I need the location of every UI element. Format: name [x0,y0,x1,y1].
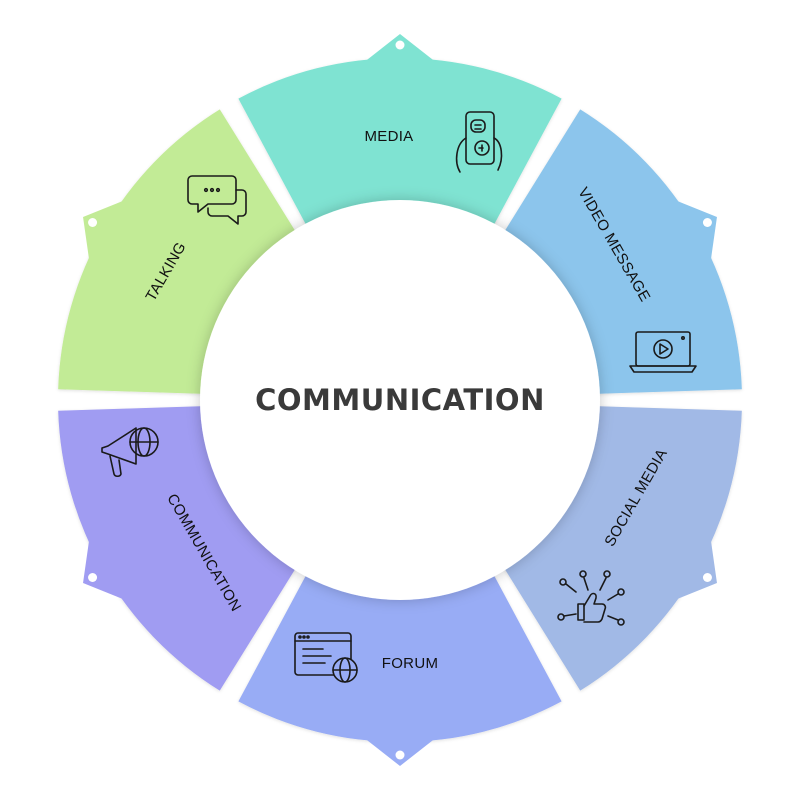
segment-label-media: MEDIA [364,128,413,145]
segment-tab-hole [395,40,405,50]
segment-media [238,57,562,228]
laptop-video-icon [629,331,697,373]
browser-globe-icon [294,632,358,683]
segment-communication [58,406,297,691]
segment-forum [238,572,562,742]
network-like-icon [557,570,625,626]
smartphone-chat-icon [455,111,503,173]
segment-tab-hole [88,573,98,582]
segment-tab [83,200,125,262]
chat-bubbles-icon [187,175,247,225]
segment-label-forum: FORUM [382,655,439,672]
segment-tab-hole [88,218,98,227]
segment-tab [83,538,125,600]
segment-tab [675,538,717,600]
segment-tab-hole [702,573,712,582]
segment-tab-hole [702,218,712,227]
center-circle [200,200,600,600]
segment-tab-hole [395,750,405,760]
segment-talking [58,109,297,394]
segment-video-message [503,109,742,394]
megaphone-globe-icon [101,427,159,478]
segment-tab [675,200,717,262]
segments-layer [58,34,742,766]
center-title: COMMUNICATION [255,383,545,417]
